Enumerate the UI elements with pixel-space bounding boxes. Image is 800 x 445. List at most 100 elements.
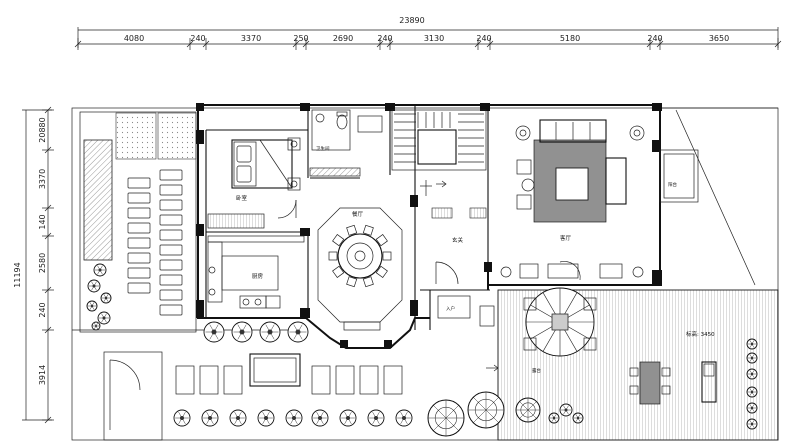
armchair-1 — [516, 159, 532, 175]
left-dim-slash-3 — [44, 232, 52, 240]
shrub-front-bottom — [367, 409, 385, 427]
dining-chair — [328, 251, 338, 261]
top-dim-slash-7 — [474, 40, 482, 48]
shrub-left — [87, 279, 101, 293]
shrub-front-top — [259, 321, 281, 343]
bathroom: 卫生间 — [309, 109, 383, 177]
stepping-stone — [159, 274, 183, 286]
dining-chair — [375, 234, 388, 247]
dining-chair — [382, 251, 392, 261]
tree — [467, 391, 505, 429]
tree — [515, 397, 541, 423]
balcony: 阳台 — [659, 149, 699, 203]
stepping-stone — [159, 214, 183, 226]
shrub-terrace — [746, 402, 758, 414]
room-label-bedroom: 卧室 — [236, 194, 248, 202]
top-dim-slash-6 — [386, 40, 394, 48]
kitchen: 厨房 — [207, 235, 305, 309]
stepping-stone — [127, 222, 151, 234]
top-dim-label-8: 5180 — [560, 34, 580, 43]
room-label-balcony: 阳台 — [668, 181, 677, 188]
stepping-stone — [127, 192, 151, 204]
terrace-chair — [583, 297, 597, 311]
stepping-stone — [127, 282, 151, 294]
top-dim-slash-8 — [486, 40, 494, 48]
dining-chair — [332, 265, 345, 278]
left-dim-slash-4 — [44, 286, 52, 294]
top-dim-slash-10 — [656, 40, 664, 48]
top-dim-slash-5 — [376, 40, 384, 48]
lounge-chair — [701, 361, 717, 403]
top-dim-slash-4 — [302, 40, 310, 48]
top-dim-slash-9 — [646, 40, 654, 48]
shrub-front-bottom — [201, 409, 219, 427]
left-dim-slash-0 — [44, 106, 52, 114]
left-dim-slash-2 — [44, 204, 52, 212]
tv-cabinet — [519, 263, 539, 279]
stepping-stone — [159, 169, 183, 181]
dining-chair — [332, 234, 345, 247]
terrace-chair — [523, 297, 537, 311]
room-label-dining: 餐厅 — [352, 210, 364, 218]
left-dim-label-5: 3914 — [38, 365, 47, 385]
top-dim-label-6: 3130 — [424, 34, 444, 43]
top-dim-label-7: 240 — [476, 34, 491, 43]
shrub-front-top — [231, 321, 253, 343]
shrub-terrace — [746, 368, 758, 380]
shrub-terrace — [746, 338, 758, 350]
room-label-kitchen: 厨房 — [252, 272, 264, 280]
shrub-front-bottom — [285, 409, 303, 427]
top-dim-label-9: 240 — [647, 34, 662, 43]
sofa-main — [539, 119, 607, 143]
umbrella-table — [551, 313, 569, 331]
left-dim-slash-5 — [44, 326, 52, 334]
top-dim-label-0: 4080 — [124, 34, 144, 43]
round-dining-table — [337, 233, 383, 279]
shrub-terrace — [746, 352, 758, 364]
terrace-chair — [583, 337, 597, 351]
terrace-elevation-label: 标高: 3450 — [686, 330, 715, 338]
armchair-2 — [516, 194, 532, 210]
timber-deck — [83, 139, 113, 261]
shrub-left — [97, 311, 111, 325]
top-dim-label-5: 240 — [377, 34, 392, 43]
dining-chair — [375, 265, 388, 278]
dining-chair — [346, 276, 358, 288]
dining-chair — [346, 224, 358, 236]
pergola-grid-1 — [115, 112, 157, 160]
left-dim-label-0: 20880 — [38, 117, 47, 142]
top-dim-label-2: 3370 — [241, 34, 261, 43]
paver — [311, 365, 331, 395]
shrub-left — [86, 300, 98, 312]
shrub-front-top — [203, 321, 225, 343]
shrub-front-bottom — [395, 409, 413, 427]
total-width-label: 23890 — [399, 16, 424, 25]
shrub-front-bottom — [173, 409, 191, 427]
left-dim-label-3: 2580 — [38, 253, 47, 273]
top-dim-slash-3 — [292, 40, 300, 48]
top-dim-slash-11 — [774, 40, 782, 48]
stepping-stone — [127, 267, 151, 279]
wardrobe — [207, 213, 265, 229]
dining-chair — [362, 224, 374, 236]
fountain — [249, 353, 301, 387]
dining-room: 餐厅 — [317, 207, 403, 331]
bath-vanity — [309, 167, 361, 177]
room-label-bath: 卫生间 — [316, 145, 330, 152]
top-dim-slash-0 — [74, 40, 82, 48]
left-dim-slash-1 — [44, 146, 52, 154]
living-room: 客厅 — [500, 119, 645, 281]
toilet — [336, 114, 348, 130]
shrub-left — [100, 292, 112, 304]
shrub-front-bottom — [311, 409, 329, 427]
stepping-stone — [127, 252, 151, 264]
shrub-terrace — [559, 403, 573, 417]
terrace-chair — [523, 337, 537, 351]
paver — [199, 365, 219, 395]
stepping-stone — [159, 289, 183, 301]
shrub-front-bottom — [229, 409, 247, 427]
stepping-stone — [127, 207, 151, 219]
shrub-left — [91, 321, 101, 331]
paver — [175, 365, 195, 395]
